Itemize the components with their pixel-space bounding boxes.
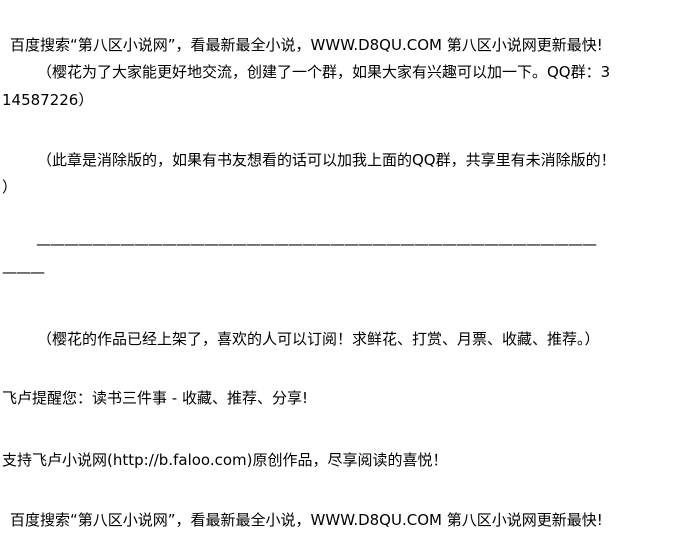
faloo-support-text: 支持飞卢小说网(http://b.faloo.com)原创作品，尽享阅读的喜悦！ <box>2 451 448 469</box>
edit-version-note-cont: ） <box>2 178 18 196</box>
header-ad-text: 百度搜索“第八区小说网”，看最新最全小说，WWW.D8QU.COM 第八区小说网… <box>10 36 603 54</box>
qq-group-note-cont: 14587226） <box>2 91 94 109</box>
qq-group-note: （樱花为了大家能更好地交流，创建了一个群，如果大家有兴趣可以加一下。QQ群：3 <box>37 63 611 81</box>
edit-version-note: （此章是消除版的，如果有书友想看的话可以加我上面的QQ群，共享里有未消除版的！ <box>37 151 616 169</box>
faloo-tip: 飞卢提醒您：读书三件事 - 收藏、推荐、分享! <box>2 389 308 407</box>
divider-line: ———————————————————————————————————————— <box>36 235 597 253</box>
divider-line-cont: ——— <box>2 263 45 281</box>
footer-ad-text: 百度搜索“第八区小说网”，看最新最全小说，WWW.D8QU.COM 第八区小说网… <box>10 511 603 529</box>
promo-text: （樱花的作品已经上架了，喜欢的人可以订阅！求鲜花、打赏、月票、收藏、推荐。） <box>37 330 600 348</box>
